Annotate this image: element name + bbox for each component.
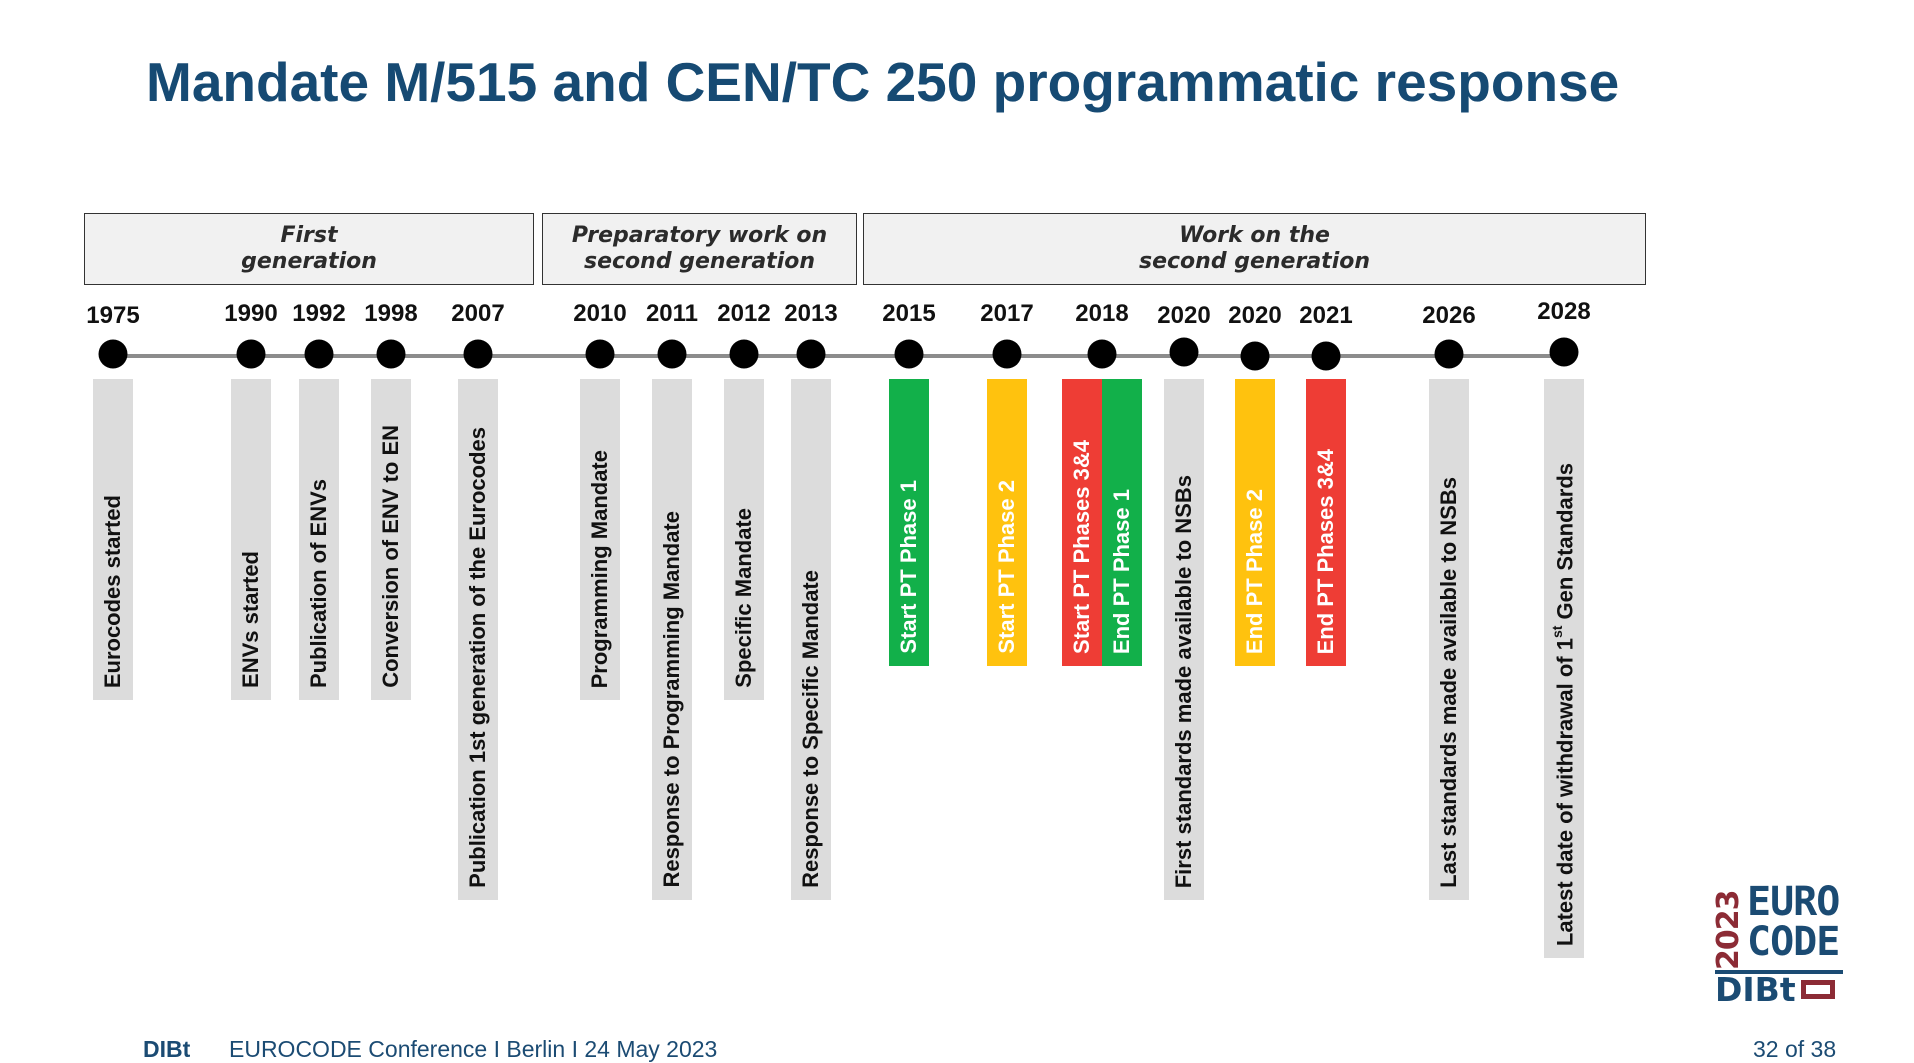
- event-bar: Start PT Phases 3&4: [1062, 379, 1102, 666]
- event-label: Start PT Phases 3&4: [1069, 440, 1094, 654]
- event-bar: End PT Phase 2: [1235, 379, 1275, 666]
- footer-page-number: 32 of 38: [1753, 1036, 1837, 1062]
- timeline-dot: [304, 339, 334, 369]
- event-label: End PT Phase 2: [1242, 488, 1267, 654]
- event-label: Publication 1st generation of the Euroco…: [465, 427, 490, 888]
- eurocode-2023-logo: 2023 EURO CODE DIBt: [1711, 879, 1843, 1009]
- logo-org: DIBt: [1715, 970, 1796, 1009]
- event-label: Programming Mandate: [587, 449, 612, 688]
- event-bar: First standards made available to NSBs: [1164, 379, 1204, 900]
- event-label: Start PT Phase 2: [994, 480, 1019, 654]
- year-label: 1975: [86, 302, 140, 329]
- year-label: 2018: [1075, 300, 1129, 327]
- event-bar: Start PT Phase 2: [987, 379, 1027, 666]
- timeline-dot: [1311, 341, 1341, 371]
- timeline-dot: [98, 339, 128, 369]
- phase-label: First generation: [241, 223, 377, 274]
- event-label: First standards made available to NSBs: [1171, 474, 1196, 888]
- phase-label: Work on the second generation: [1138, 223, 1371, 274]
- timeline-dot: [585, 339, 615, 369]
- event-bar: Conversion of ENV to EN: [371, 379, 411, 700]
- event-label: Eurocodes started: [100, 494, 125, 688]
- event-bar: Programming Mandate: [580, 379, 620, 700]
- event-label: Start PT Phase 1: [896, 480, 921, 654]
- event-label: Specific Mandate: [731, 508, 756, 688]
- event-label: Publication of ENVs: [306, 478, 331, 688]
- event-bar: Start PT Phase 1: [889, 379, 929, 666]
- event-label: Response to Specific Mandate: [798, 570, 823, 888]
- slide-title: Mandate M/515 and CEN/TC 250 programmati…: [146, 51, 1620, 113]
- logo-word-euro: EURO: [1747, 879, 1840, 925]
- event-bar: Publication of ENVs: [299, 379, 339, 700]
- timeline-dot: [463, 339, 493, 369]
- timeline-dot: [1087, 339, 1117, 369]
- event-bar: Latest date of withdrawal of 1st Gen Sta…: [1544, 379, 1584, 958]
- year-label: 2026: [1422, 302, 1476, 329]
- timeline-dot: [894, 339, 924, 369]
- timeline-dot: [1549, 337, 1579, 367]
- timeline-dot: [1434, 339, 1464, 369]
- year-label: 2007: [451, 300, 505, 327]
- year-label: 2020: [1228, 302, 1282, 329]
- timeline-dot: [796, 339, 826, 369]
- event-label: Conversion of ENV to EN: [378, 425, 403, 688]
- year-label: 2021: [1299, 302, 1353, 329]
- phase-preparatory-work: Preparatory work on second generation: [542, 213, 857, 285]
- timeline-dot: [376, 339, 406, 369]
- event-bar: Response to Programming Mandate: [652, 379, 692, 900]
- timeline-dot: [992, 339, 1022, 369]
- event-label: End PT Phases 3&4: [1313, 448, 1338, 654]
- footer-brand: DIBt: [143, 1036, 191, 1062]
- logo-word-code: CODE: [1747, 919, 1840, 965]
- timeline-axis-line: [113, 354, 1563, 358]
- year-label: 2028: [1537, 298, 1591, 325]
- year-label: 1992: [292, 300, 346, 327]
- logo-divider: [1715, 970, 1843, 974]
- event-bar: Last standards made available to NSBs: [1429, 379, 1469, 900]
- year-label: 2010: [573, 300, 627, 327]
- footer-conference: EUROCODE Conference I Berlin I 24 May 20…: [229, 1036, 718, 1062]
- timeline-dot: [1169, 337, 1199, 367]
- year-label: 2020: [1157, 302, 1211, 329]
- timeline-dot: [236, 339, 266, 369]
- event-bar: Response to Specific Mandate: [791, 379, 831, 900]
- year-label: 2017: [980, 300, 1034, 327]
- event-bar: End PT Phases 3&4: [1306, 379, 1346, 666]
- event-label: End PT Phase 1: [1109, 488, 1134, 654]
- event-label: Latest date of withdrawal of 1st Gen Sta…: [1549, 462, 1578, 946]
- timeline-dot: [1240, 341, 1270, 371]
- phase-first-generation: First generation: [84, 213, 534, 285]
- year-label: 1990: [224, 300, 278, 327]
- year-label: 2012: [717, 300, 771, 327]
- event-bar: End PT Phase 1: [1102, 379, 1142, 666]
- event-label: Response to Programming Mandate: [659, 511, 684, 888]
- event-bar: Publication 1st generation of the Euroco…: [458, 379, 498, 900]
- event-label: Last standards made available to NSBs: [1436, 477, 1461, 888]
- year-label: 2013: [784, 300, 838, 327]
- year-label: 2011: [645, 300, 699, 327]
- logo-year: 2023: [1711, 890, 1746, 970]
- logo-square-icon: [1801, 980, 1835, 999]
- event-bar: ENVs started: [231, 379, 271, 700]
- timeline-dot: [657, 339, 687, 369]
- year-label: 2015: [882, 300, 936, 327]
- event-bar: Eurocodes started: [93, 379, 133, 700]
- phase-work-second-generation: Work on the second generation: [863, 213, 1646, 285]
- event-label: ENVs started: [238, 551, 263, 688]
- event-bar: Specific Mandate: [724, 379, 764, 700]
- year-label: 1998: [364, 300, 418, 327]
- timeline-dot: [729, 339, 759, 369]
- phase-label: Preparatory work on second generation: [571, 223, 828, 274]
